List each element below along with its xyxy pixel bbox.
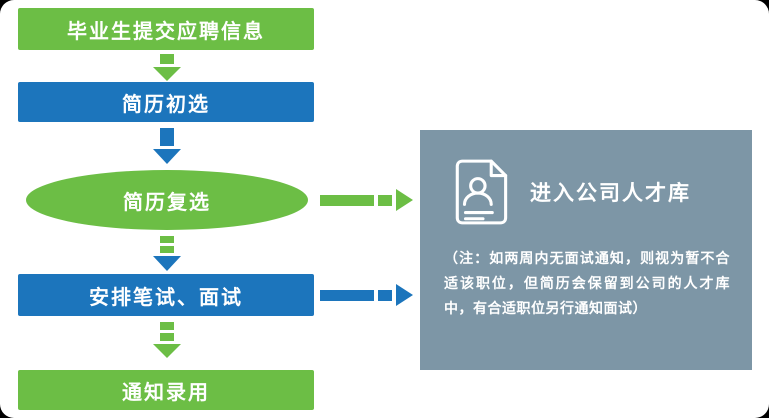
arrow-stem xyxy=(378,289,392,301)
arrow-head-icon xyxy=(153,344,181,358)
flow-step-arrange-tests-interviews: 安排笔试、面试 xyxy=(18,274,314,316)
flow-step-label: 安排笔试、面试 xyxy=(89,286,243,309)
flow-step-label: 简历复选 xyxy=(123,191,211,214)
arrow-interview-to-talent-pool xyxy=(320,284,413,306)
talent-pool-panel: 进入公司人才库 （注：如两周内无面试通知，则视为暂不合适该职位，但简历会保留到公… xyxy=(420,130,752,370)
flow-step-label: 简历初选 xyxy=(122,93,210,116)
resume-document-icon xyxy=(455,159,508,225)
talent-pool-title: 进入公司人才库 xyxy=(530,182,691,205)
flow-step-label: 通知录用 xyxy=(122,381,210,404)
arrow-stem xyxy=(378,194,392,206)
arrow-head-icon xyxy=(153,256,181,271)
arrow-stem xyxy=(160,128,174,146)
arrow-head-icon xyxy=(153,67,181,81)
arrow-reselection-to-talent-pool xyxy=(320,189,413,211)
flow-step-notify-employment: 通知录用 xyxy=(18,370,314,410)
talent-pool-header: 进入公司人才库 xyxy=(420,130,752,228)
arrow-stem xyxy=(320,289,374,301)
arrow-stem xyxy=(160,322,174,330)
arrow-stem xyxy=(160,246,174,253)
down-arrow-1 xyxy=(139,54,195,81)
arrow-stem xyxy=(160,236,174,243)
down-arrow-2 xyxy=(139,128,195,164)
down-arrow-3 xyxy=(139,236,195,271)
arrow-stem xyxy=(160,333,174,341)
arrow-head-icon xyxy=(396,189,413,211)
flow-step-label: 毕业生提交应聘信息 xyxy=(67,20,265,43)
down-arrow-4 xyxy=(139,322,195,358)
flow-step-submit-application: 毕业生提交应聘信息 xyxy=(18,8,314,50)
flow-step-resume-initial-screening: 简历初选 xyxy=(18,82,314,122)
arrow-head-icon xyxy=(153,149,181,164)
arrow-stem xyxy=(160,54,174,64)
flow-step-resume-reselection: 简历复选 xyxy=(26,170,308,230)
arrow-head-icon xyxy=(396,284,413,306)
arrow-stem xyxy=(320,194,374,206)
talent-pool-note: （注：如两周内无面试通知，则视为暂不合适该职位，但简历会保留到公司的人才库中，有… xyxy=(444,250,730,317)
